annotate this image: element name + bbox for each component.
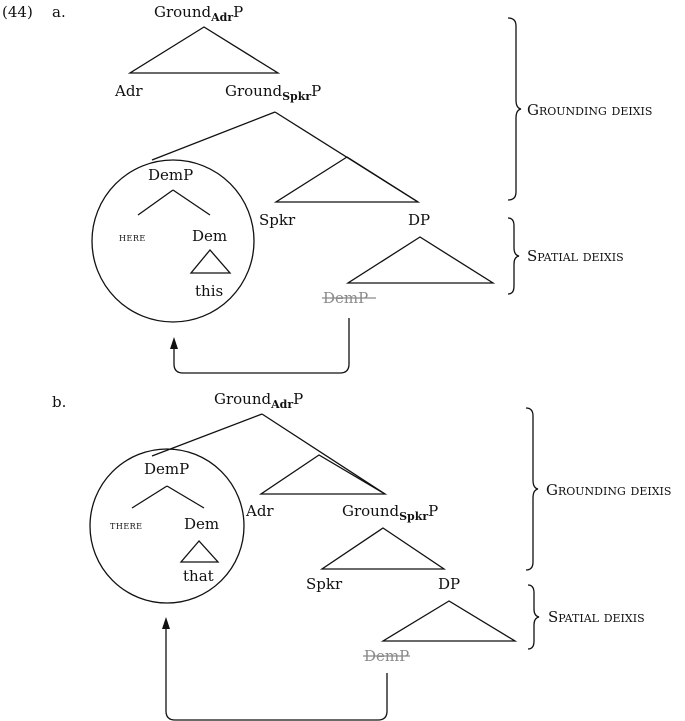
panel-b-spkr-triangle [319, 527, 447, 570]
panel-a-dem-triangle [189, 248, 232, 274]
panel-b-movement-arrow [165, 628, 388, 721]
panel-a-demp-branch-left [137, 189, 174, 216]
panel-a-label: a. [52, 3, 66, 21]
panel-b-there: there [110, 518, 143, 532]
panel-b-label: b. [52, 393, 66, 411]
example-number: (44) [2, 3, 33, 21]
panel-a-grounding-label: Grounding deixis [527, 101, 652, 119]
panel-b-demp-branch-right [166, 485, 205, 509]
panel-a-dp: DP [408, 211, 430, 229]
panel-b-adr: Adr [245, 502, 274, 520]
panel-a-spatial-brace [507, 217, 520, 295]
panel-a-ground-spkr: GroundSpkrP [225, 82, 321, 103]
panel-a-arrowhead [170, 337, 178, 349]
panel-b-arrowhead [162, 617, 170, 629]
panel-a-dem: Dem [192, 227, 227, 245]
panel-b-spatial-brace [527, 584, 540, 650]
panel-a-spkr-triangle [273, 156, 421, 203]
panel-b-top-node: GroundAdrP [214, 390, 303, 411]
panel-b-spatial-label: Spatial deixis [548, 608, 645, 626]
panel-b-demp: DemP [144, 460, 189, 478]
panel-a-word: this [195, 282, 223, 300]
panel-a-demp-branch-right [172, 189, 211, 216]
panel-b-grounding-label: Grounding deixis [546, 481, 671, 499]
panel-a-spkr: Spkr [259, 211, 296, 229]
panel-b-dp: DP [438, 575, 460, 593]
panel-a-dp-triangle [345, 236, 496, 284]
panel-a-top-node: GroundAdrP [154, 3, 243, 24]
panel-a-branch-left [151, 111, 276, 161]
panel-b-dem: Dem [184, 515, 219, 533]
panel-a-adr: Adr [114, 82, 143, 100]
panel-b-adr-triangle [258, 454, 388, 495]
panel-b-demp-branch-left [131, 485, 168, 509]
panel-a-top-triangle [127, 26, 281, 74]
panel-a-here: here [119, 230, 146, 244]
panel-b-demp-circle [89, 448, 245, 604]
panel-a-spatial-label: Spatial deixis [527, 247, 624, 265]
panel-a-demp: DemP [148, 166, 193, 184]
panel-b-grounding-brace [525, 407, 539, 571]
panel-a-movement-arrow [173, 318, 350, 374]
panel-b-branch-left [151, 413, 263, 457]
panel-b-ground-spkr: GroundSpkrP [342, 502, 438, 523]
panel-a-demp-circle [91, 159, 255, 323]
panel-b-spkr: Spkr [306, 575, 343, 593]
panel-b-dem-triangle [179, 540, 220, 563]
panel-b-dp-triangle [380, 600, 518, 642]
panel-b-word: that [183, 567, 214, 585]
panel-b-branch-right [261, 413, 386, 495]
panel-a-grounding-brace [507, 17, 522, 201]
